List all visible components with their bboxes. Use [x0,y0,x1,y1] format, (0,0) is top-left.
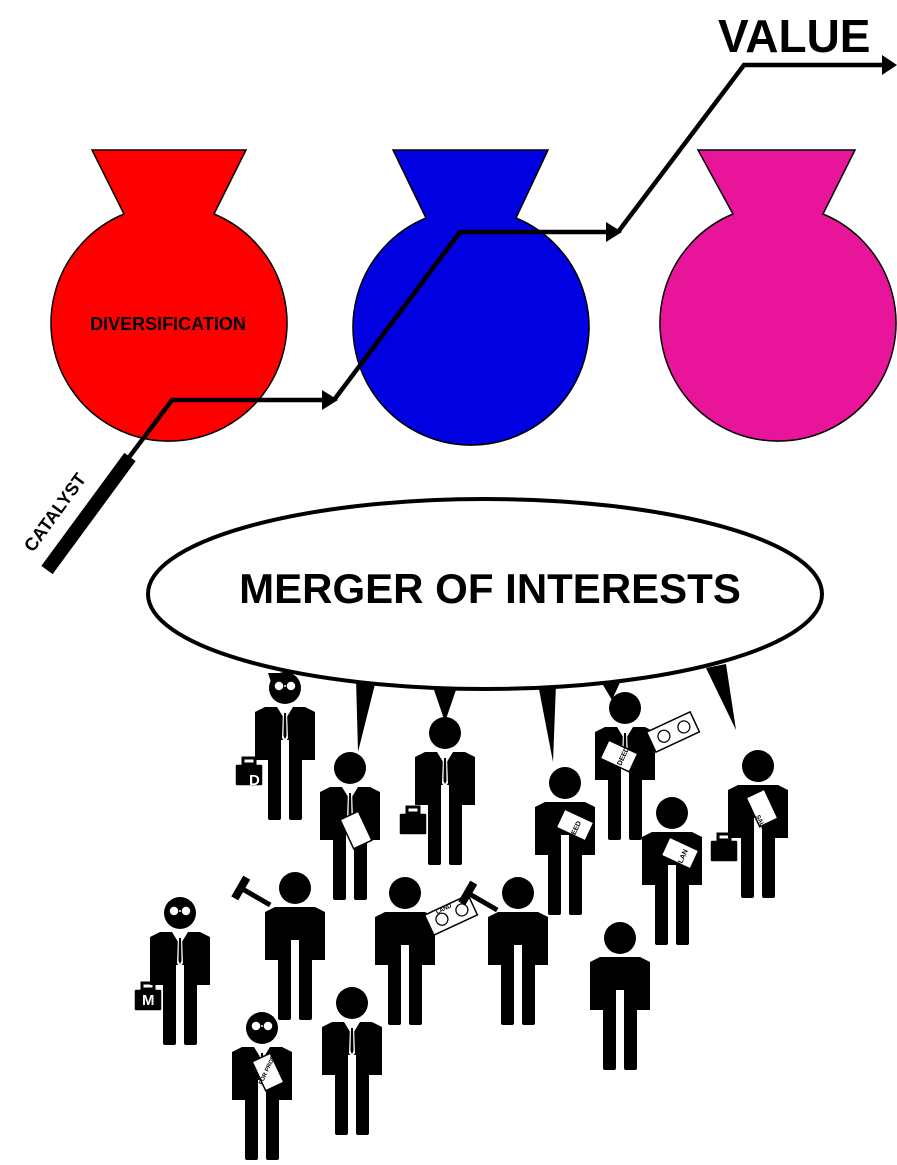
catalyst-stick [41,452,136,575]
businessman-icon [322,987,382,1135]
businessman-icon [231,872,325,1020]
businessman-icon [708,750,788,898]
businessman-icon [132,897,210,1045]
pink-money-bag [659,149,897,442]
diversification-label: DIVERSIFICATION [90,314,246,334]
briefcase-d-label: D [249,772,260,789]
briefcase-m-label: M [142,992,155,1009]
crowd: D DEED DEED PLAN [132,672,788,1160]
businessman-icon [233,672,315,820]
speech-bubble [146,497,824,762]
businessman-icon [535,767,595,915]
blue-money-bag [352,149,590,446]
merger-of-interests-label: MERGER OF INTERESTS [239,565,741,612]
businessman-icon [458,877,548,1025]
catalyst-label: CATALYST [20,469,90,555]
value-label: VALUE [718,10,871,62]
red-money-bag [50,149,288,442]
businessman-icon [590,922,650,1070]
growth-arrow [110,55,897,482]
businessman-icon [397,717,475,865]
businessman-icon [642,797,702,945]
businessman-icon [320,752,380,900]
